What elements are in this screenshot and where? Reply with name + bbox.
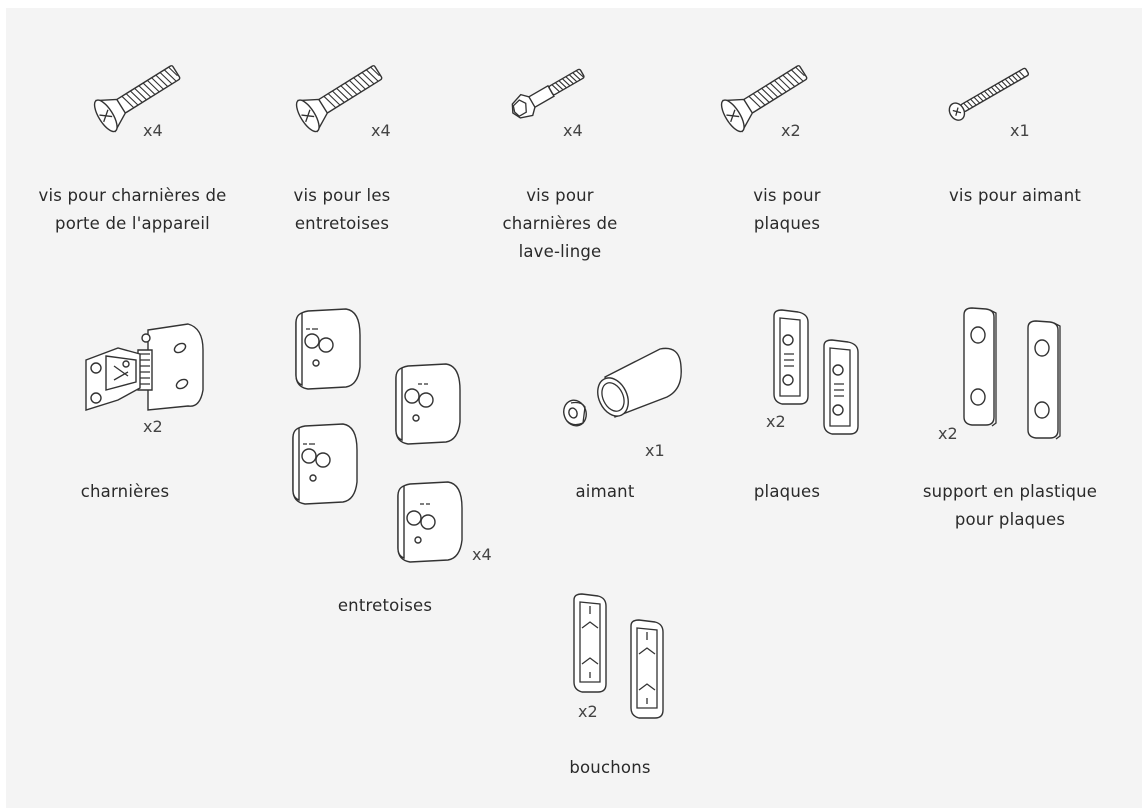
label-screw-spacers: vis pour les entretoises <box>293 186 391 233</box>
qty-screw-plates: x2 <box>781 121 801 140</box>
qty-hinges: x2 <box>143 417 163 436</box>
label-plastic-support: support en plastique pour plaques <box>922 482 1098 529</box>
countersunk-screw-icon <box>722 60 817 135</box>
qty-magnet: x1 <box>645 441 665 460</box>
spacer-icon <box>288 305 364 395</box>
label-hinges: charnières <box>80 482 170 501</box>
qty-screw-spacers: x4 <box>371 121 391 140</box>
plastic-support-icon <box>958 305 1000 430</box>
qty-caps: x2 <box>578 702 598 721</box>
label-spacers: entretoises <box>337 596 433 615</box>
label-screw-hinges: vis pour charnières de porte de l'appare… <box>38 186 227 233</box>
countersunk-screw-icon <box>95 60 190 135</box>
label-screw-washer-hinges: vis pour charnières de lave-linge <box>502 186 618 261</box>
label-caps: bouchons <box>569 758 651 777</box>
label-screw-plates: vis pour plaques <box>753 186 821 233</box>
spacer-icon <box>285 420 361 510</box>
pan-head-screw-icon <box>945 66 1045 128</box>
countersunk-screw-icon <box>297 60 392 135</box>
cap-icon <box>568 592 613 697</box>
plate-icon <box>768 308 816 408</box>
qty-plates: x2 <box>766 412 786 431</box>
qty-plastic-support: x2 <box>938 424 958 443</box>
qty-screw-hinges: x4 <box>143 121 163 140</box>
cap-icon <box>625 618 670 723</box>
qty-screw-magnet: x1 <box>1010 121 1030 140</box>
spacer-icon <box>390 478 466 568</box>
label-plates: plaques <box>753 482 821 501</box>
magnet-icon <box>555 335 690 430</box>
plate-icon <box>818 338 866 438</box>
label-screw-magnet: vis pour aimant <box>948 186 1082 205</box>
plastic-support-icon <box>1022 318 1064 443</box>
hinge-icon <box>78 320 208 415</box>
spacer-icon <box>388 360 464 450</box>
qty-spacers: x4 <box>472 545 492 564</box>
hex-bolt-icon <box>505 66 595 126</box>
qty-screw-washer-hinges: x4 <box>563 121 583 140</box>
label-magnet: aimant <box>575 482 635 501</box>
